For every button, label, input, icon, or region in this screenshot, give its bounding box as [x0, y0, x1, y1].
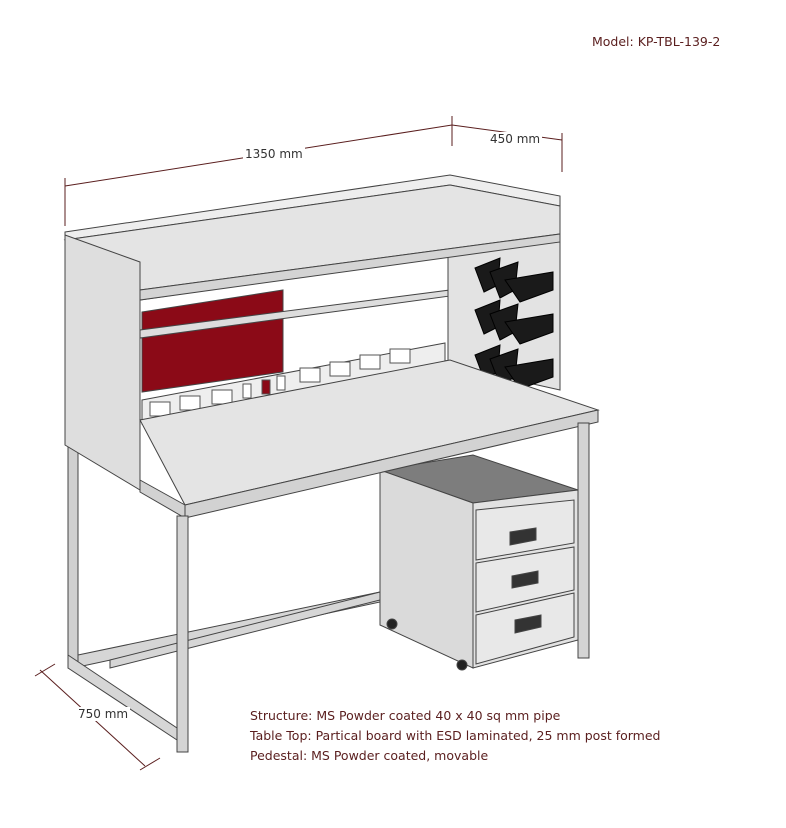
power-socket	[149, 401, 171, 417]
dimension-depth: 750 mm	[76, 707, 131, 721]
caster-wheel	[386, 618, 398, 630]
front-left-leg	[176, 515, 189, 753]
storage-bins	[474, 257, 554, 390]
caster-wheel	[456, 659, 468, 671]
red-panel	[141, 289, 284, 393]
bottom-rail-front	[109, 591, 381, 669]
spec-table-top: Table Top: Partical board with ESD lamin…	[250, 728, 661, 743]
left-side-panel	[64, 234, 141, 491]
dimension-width: 1350 mm	[243, 147, 305, 161]
back-left-leg	[67, 439, 79, 669]
drawer-handle	[511, 570, 539, 589]
drawer-handle	[514, 614, 542, 634]
dimension-depth-top: 450 mm	[488, 132, 543, 146]
switch	[276, 375, 286, 391]
power-socket	[359, 354, 381, 370]
bottom-rail-side	[67, 654, 181, 743]
spec-structure: Structure: MS Powder coated 40 x 40 sq m…	[250, 708, 561, 723]
pedestal	[379, 454, 579, 671]
spec-pedestal: Pedestal: MS Powder coated, movable	[250, 748, 489, 763]
drawer-handle	[509, 527, 537, 546]
power-socket	[179, 395, 201, 411]
switch	[242, 383, 252, 399]
power-socket	[329, 361, 351, 377]
power-socket	[211, 389, 233, 405]
power-socket	[299, 367, 321, 383]
power-socket	[389, 348, 411, 364]
switch	[261, 379, 271, 395]
socket-strip	[141, 342, 446, 425]
front-right-leg	[577, 422, 590, 659]
specifications: Structure: MS Powder coated 40 x 40 sq m…	[250, 706, 660, 766]
model-label: Model: KP-TBL-139-2	[592, 34, 721, 49]
